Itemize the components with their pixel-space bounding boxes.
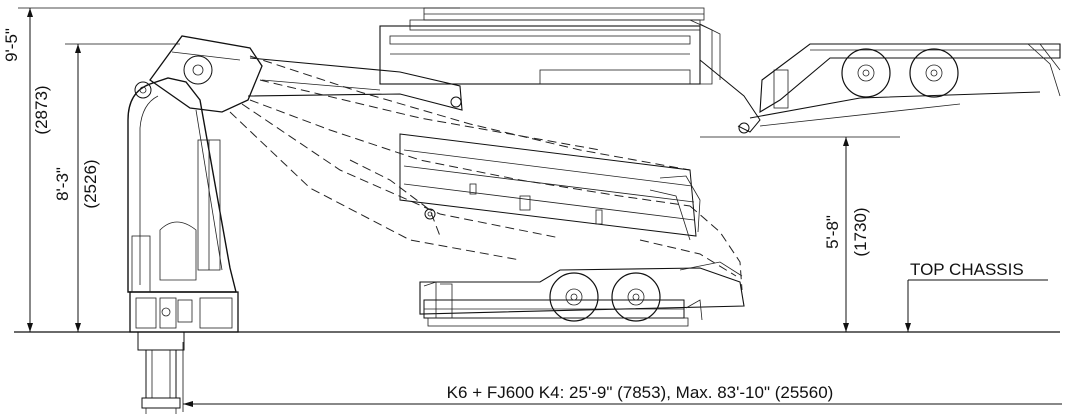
overall-height-imperial: 9'-5" — [2, 28, 21, 62]
folded-height-imperial: 8'-3" — [53, 167, 72, 201]
crane-base — [129, 291, 239, 414]
boom-swing-envelope — [229, 55, 743, 291]
folded-height-metric: (2526) — [81, 159, 100, 208]
overall-height-dimension — [18, 7, 460, 332]
chassis-height-imperial: 5'-8" — [823, 215, 842, 249]
jib-mid-position — [399, 133, 701, 241]
jib-stowed — [379, 7, 761, 134]
overall-height-metric: (2873) — [32, 85, 51, 134]
chassis-height-dimension — [700, 136, 900, 332]
top-chassis-label: TOP CHASSIS — [910, 260, 1024, 279]
reach-dimension — [182, 342, 1062, 412]
chassis-height-metric: (1730) — [851, 207, 870, 256]
main-boom — [149, 35, 463, 113]
reach-label: K6 + FJ600 K4: 25'-9" (7853), Max. 83'-1… — [447, 383, 834, 402]
winch-upper — [749, 43, 1061, 127]
top-chassis-marker — [905, 279, 1048, 332]
winch-lower — [419, 261, 745, 327]
folded-height-dimension — [65, 43, 180, 332]
crane-column — [127, 77, 237, 293]
